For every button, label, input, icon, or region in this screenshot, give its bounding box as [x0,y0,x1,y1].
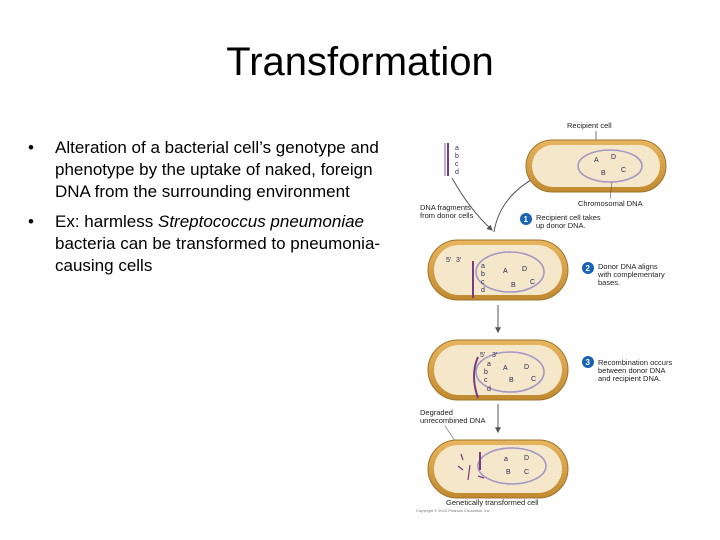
gene-label: a [455,145,459,152]
gene-label: B [509,377,514,384]
step-2-badge [582,262,594,274]
bullet-text: Alteration of a bacterial cell’s genotyp… [55,138,379,201]
gene-label: a [481,263,485,270]
gene-label: d [455,169,459,176]
gene-label: C [524,469,529,476]
gene-label: D [522,266,527,273]
gene-label: C [531,376,536,383]
chromosome-pointer [609,181,613,200]
gene-label: B [511,282,516,289]
gene-label: A [503,268,508,275]
donor-dna-fragments: a b c d [444,143,459,176]
bullet-text: Ex: harmless [55,212,158,231]
step-3-text: Recombination occurs [598,358,672,367]
gene-label: b [481,271,485,278]
transformed-cell-label: Genetically transformed cell [446,498,539,507]
cell-stage-3: 5’ 3’ a b c d A D B C [427,339,569,401]
gene-label: c [455,161,459,168]
transformed-cell: a D B C [427,439,569,499]
gene-label: a [487,361,491,368]
species-name: Streptococcus pneumoniae [157,212,365,231]
step-2-text: bases. [598,278,620,287]
step-2-text: Donor DNA aligns [598,262,658,271]
degraded-dna-label: unrecombined DNA [420,416,485,425]
bullet-item: • Ex: harmless Streptococcus pneumoniae … [28,211,388,277]
gene-label: D [524,364,529,371]
recipient-cell: A D B C [525,139,667,193]
gene-label: a [504,456,508,463]
step-3-text: and recipient DNA. [598,374,661,383]
bullet-list: • Alteration of a bacterial cell’s genot… [28,137,388,285]
gene-label: A [594,157,599,164]
gene-label: D [611,154,616,161]
copyright-text: Copyright © 2010 Pearson Education, Inc. [416,508,491,513]
step-3-badge [582,356,594,368]
step-1-text: Recipient cell takes [536,213,601,222]
chromosomal-dna-label: Chromosomal DNA [578,199,643,208]
slide-title: Transformation [226,40,494,84]
gene-label: b [484,369,488,376]
bullet-item: • Alteration of a bacterial cell’s genot… [28,137,388,203]
gene-label: C [621,167,626,174]
strand-3-label: 3’ [456,257,462,264]
gene-label: b [455,153,459,160]
step-3-text: between donor DNA [598,366,666,375]
gene-label: c [481,279,485,286]
gene-label: D [524,455,529,462]
bullet-marker: • [28,138,34,157]
gene-label: c [484,377,488,384]
gene-label: C [530,279,535,286]
step-1-badge [520,213,532,225]
strand-5-label: 5’ [480,352,486,359]
uptake-arrow [451,177,493,231]
step-3-number: 3 [586,358,591,367]
strand-5-label: 5’ [446,257,452,264]
gene-label: A [503,365,508,372]
gene-label: B [506,469,511,476]
bullet-text-cont: bacteria can be transformed to pneumonia… [55,234,381,275]
strand-3-label: 3’ [492,352,498,359]
recipient-cell-label: Recipient cell [567,121,612,130]
degraded-dna-label: Degraded [420,408,453,417]
gene-label: d [487,386,491,393]
bullet-marker: • [28,212,34,231]
gene-label: d [481,287,485,294]
step-2-number: 2 [586,264,591,273]
gene-label: B [601,170,606,177]
dna-fragments-label: DNA fragments [420,203,471,212]
dna-fragments-label: from donor cells [420,211,474,220]
cell-stage-2: 5’ 3’ a b c d A D B C [427,239,569,301]
step-2-text: with complementary [597,270,665,279]
step-1-text: up donor DNA. [536,221,586,230]
step-1-number: 1 [524,215,529,224]
